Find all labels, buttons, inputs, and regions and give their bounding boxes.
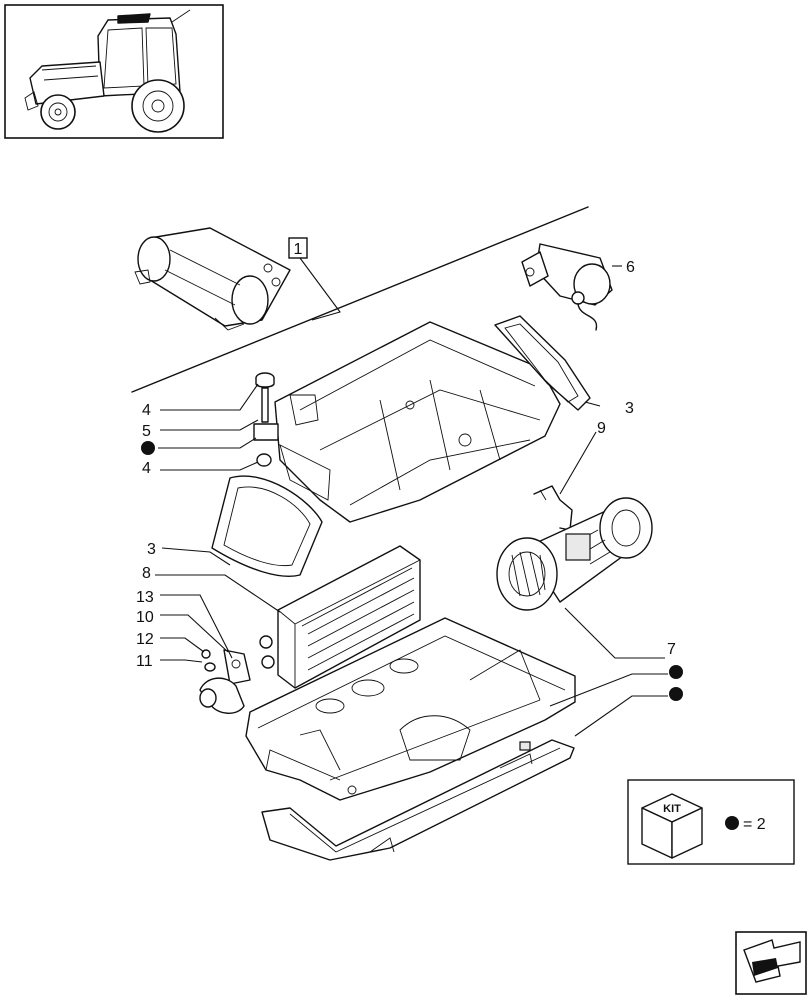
heater-core[interactable] <box>259 545 421 689</box>
label-3-right: 3 <box>625 400 634 417</box>
label-3-left: 3 <box>147 541 156 558</box>
tractor-thumbnail[interactable] <box>4 4 224 139</box>
section-divider <box>131 206 589 393</box>
kit-label: KIT <box>663 803 681 815</box>
leader-7 <box>564 607 665 659</box>
leader-3-right <box>584 401 601 407</box>
pipe-fittings[interactable] <box>199 649 251 714</box>
kit-bullet-1 <box>141 441 155 455</box>
leader-5 <box>160 419 259 431</box>
ref-box-1[interactable]: 1 <box>288 237 308 259</box>
leader-10 <box>160 614 229 653</box>
leader-4-bottom <box>160 461 259 471</box>
kit-legend-box: KIT = 2 <box>627 779 795 865</box>
kit-cube-icon: KIT <box>641 793 703 859</box>
leader-bullet-2 <box>549 673 668 707</box>
label-11: 11 <box>136 653 153 670</box>
leader-13 <box>160 594 233 659</box>
next-page-button[interactable] <box>735 931 807 995</box>
gasket-right[interactable] <box>494 315 591 411</box>
label-9: 9 <box>597 420 606 437</box>
leader-8 <box>155 574 281 613</box>
fastener-stack[interactable] <box>253 372 279 467</box>
label-4-bottom: 4 <box>142 460 151 477</box>
leader-4-top <box>160 383 259 411</box>
upper-air-duct-housing[interactable] <box>274 321 561 523</box>
label-13: 13 <box>136 589 154 606</box>
leader-9 <box>559 431 597 495</box>
label-5: 5 <box>142 423 151 440</box>
leader-12 <box>160 637 205 653</box>
leader-3-left <box>161 547 231 566</box>
label-12: 12 <box>136 631 154 648</box>
leader-bullet-3 <box>574 695 668 737</box>
label-10: 10 <box>136 609 154 626</box>
leader-1 <box>299 257 341 321</box>
actuator-motor[interactable] <box>521 243 613 331</box>
label-8: 8 <box>142 565 151 582</box>
label-7: 7 <box>667 641 676 658</box>
kit-equation: = 2 <box>743 816 766 833</box>
label-6: 6 <box>626 259 635 276</box>
gasket-left[interactable] <box>211 475 323 577</box>
leader-11 <box>160 659 203 663</box>
leader-bullet-1 <box>158 437 257 449</box>
kit-bullet-3 <box>669 687 683 701</box>
tractor-icon <box>24 9 191 133</box>
lower-housing-tray[interactable] <box>245 617 576 801</box>
label-4-top: 4 <box>142 402 151 419</box>
kit-legend-bullet <box>725 816 739 830</box>
next-page-arrow-icon <box>743 939 801 983</box>
upper-cylinder-assembly[interactable] <box>134 227 291 331</box>
blower-fan[interactable] <box>496 497 653 611</box>
ref-box-label: 1 <box>294 241 303 258</box>
bracket[interactable] <box>533 485 573 531</box>
kit-bullet-2 <box>669 665 683 679</box>
lower-cover[interactable] <box>261 739 575 861</box>
